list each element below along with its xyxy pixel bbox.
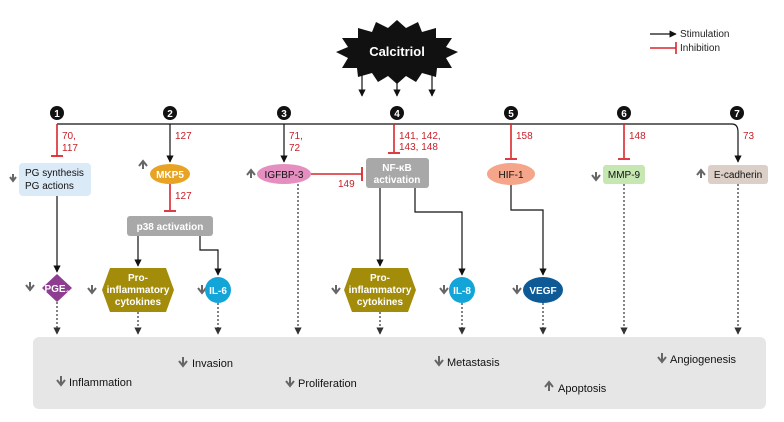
ecadherin-up-icon [696,168,706,178]
proliferation-down-icon [285,377,295,388]
mkp5-up-icon [138,159,148,169]
pathway-number-4: 4 [390,106,404,120]
cytokines2-line2: inflammatory [349,285,412,296]
p2-ref-a: 127 [175,131,192,142]
outcome-apoptosis: Apoptosis [558,383,607,395]
hif1-arrow-to-vegf [510,185,547,276]
p7-ref: 73 [743,131,755,142]
calcitriol-label: Calcitriol [369,44,425,59]
svg-text:3: 3 [281,109,287,120]
vegf-node [523,277,563,303]
outcome-panel [33,337,766,409]
outcome-metastasis: Metastasis [447,357,500,369]
il8-label: IL-8 [453,286,471,297]
vegf-down-icon [512,285,522,295]
svg-text:4: 4 [394,109,400,120]
pge2-diamond [42,274,72,302]
legend-inhibition-label: Inhibition [680,43,720,54]
svg-text:6: 6 [621,109,627,120]
pge2-label: PGE [44,284,65,295]
hif1-node [487,163,535,185]
il6-down-icon [197,285,207,295]
pg-synthesis-line2: PG actions [25,181,74,192]
p2-ref-b: 127 [175,191,192,202]
pathway-number-5: 5 [504,106,518,120]
svg-text:5: 5 [508,109,514,120]
hif1-label: HIF-1 [499,170,524,181]
p7-arrow-to-ecadherin [731,123,742,163]
cytokines2-node [344,268,416,312]
pathway-number-7: 7 [730,106,744,120]
outcome-invasion: Invasion [192,358,233,370]
pathway-number-2: 2 [163,106,177,120]
p6-ref: 148 [629,131,646,142]
invasion-down-icon [178,357,188,368]
il8-node [449,277,475,303]
inflammation-down-icon [56,376,66,387]
pge2-subscript: 2 [66,291,70,297]
outcome-proliferation: Proliferation [298,378,357,390]
igfbp3-up-icon [246,168,256,178]
angiogenesis-down-icon [657,353,667,364]
legend-stimulation-label: Stimulation [680,29,729,40]
p3-ref-a: 71, [289,131,303,142]
cytokines1-line2: inflammatory [107,285,170,296]
cytokines1-down-icon [87,285,97,295]
p1-ref-b: 117 [62,143,78,154]
cytokines1-line3: cytokines [115,297,162,308]
cytokines1-node [102,268,174,312]
pathway-number-3: 3 [277,106,291,120]
pathway-number-1: 1 [50,106,64,120]
cytokines2-line1: Pro- [370,273,390,284]
ecadherin-label: E-cadherin [714,170,762,181]
pg-down-icon [9,174,17,183]
mmp9-node [603,165,645,184]
mkp5-node [150,164,190,184]
outcome-angiogenesis: Angiogenesis [670,354,737,366]
metastasis-down-icon [434,356,444,367]
p38-activation-label: p38 activation [137,222,204,233]
il8-down-icon [439,285,449,295]
mmp9-label: MMP-9 [608,170,641,181]
nfkb-activation-box [366,158,429,188]
cytokines1-line1: Pro- [128,273,148,284]
svg-text:7: 7 [734,109,740,120]
ecadherin-node [708,165,768,184]
pge2-down-icon [25,282,35,292]
p4-ref-a: 141, 142, [399,131,441,142]
svg-text:2: 2 [167,109,173,120]
igfbp3-label: IGFBP-3 [265,170,304,181]
p4-ref-b: 149 [338,179,355,190]
pg-synthesis-box [19,163,91,196]
nfkb-label-line2: activation [374,175,421,186]
p4-ref-a2: 143, 148 [399,142,438,153]
svg-text:1: 1 [54,109,60,120]
il6-label: IL-6 [209,286,227,297]
igfbp3-node [257,164,311,184]
nfkb-arrow-to-il8 [414,188,466,276]
mmp9-down-icon [591,172,601,182]
p38-arrow-to-il6 [199,236,222,276]
p38-activation-box [127,216,213,236]
outcome-inflammation: Inflammation [69,377,132,389]
il6-node [205,277,231,303]
mkp5-label: MKP5 [156,170,184,181]
p3-ref-b: 72 [289,143,301,154]
pathway-number-6: 6 [617,106,631,120]
cytokines2-line3: cytokines [357,297,404,308]
calcitriol-starburst [336,20,458,84]
cytokines2-down-icon [331,285,341,295]
pg-synthesis-line1: PG synthesis [25,168,84,179]
p5-ref: 158 [516,131,533,142]
vegf-label: VEGF [529,286,556,297]
apoptosis-up-icon [544,380,554,391]
p1-ref-a: 70, [62,131,76,142]
nfkb-label-line1: NF-κB [382,163,411,174]
